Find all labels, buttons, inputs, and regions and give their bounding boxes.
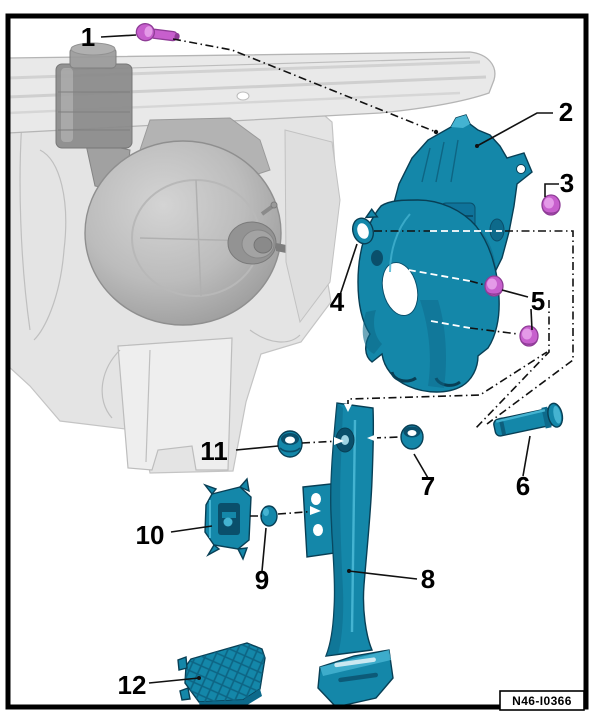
reference-label: N46-I0366 [499,690,585,711]
callout-11: 11 [200,436,228,466]
callout-2: 2 [559,97,573,127]
buffer-cap-part-9 [260,505,278,527]
booster-dome [84,140,282,326]
leader-6 [522,435,531,477]
seal-part-4 [351,208,379,245]
axis-nut-5a [469,280,486,286]
callouts: 1 2 3 4 5 6 7 8 9 10 11 12 [81,22,574,700]
pivot-pin-part-6 [493,402,564,437]
leader-lines [100,34,574,684]
bushing-part-11 [277,430,303,458]
callout-1: 1 [81,22,95,52]
pedal-pad-part-12 [177,642,266,707]
bracket-stud-hole [489,218,505,242]
axis-bushing-7 [372,436,401,439]
nut-part-3 [541,194,561,216]
axis-elbow-mid [474,300,550,430]
axis-bushing-11 [301,440,341,444]
reference-code: N46-I0366 [512,694,572,708]
beam-hole [236,91,250,101]
diagram-frame [5,13,589,710]
axis-pedal-pivot [347,351,548,408]
leader-9 [261,527,267,572]
leader-8 [348,570,418,580]
axis-bolt-1 [172,38,437,133]
reference-label-box [499,690,585,711]
callout-6: 6 [516,471,530,501]
leader-5a [501,289,529,298]
callout-7: 7 [421,471,435,501]
fluid-reservoir [55,42,133,193]
callout-4: 4 [330,287,345,317]
callout-8: 8 [421,564,435,594]
background-machinery [8,42,496,474]
brake-pedal-part-8 [302,402,394,707]
callout-12: 12 [118,670,147,700]
leader-2 [476,112,553,147]
fasteners-magenta [135,23,561,347]
callout-3: 3 [560,168,574,198]
components-teal [177,114,564,707]
callout-9: 9 [255,565,269,595]
leader-3 [544,183,559,197]
bracket-ear-hole [516,164,526,174]
bolt-part-1 [135,23,180,42]
leader-7 [413,453,429,479]
leader-10 [170,525,213,533]
callout-5: 5 [531,286,545,316]
leader-5b [530,308,533,331]
clip-bracket-part-10 [202,477,252,561]
nut-part-5b [519,325,539,347]
firewall-right-panel [284,129,341,324]
axis-nut-5b [469,327,519,335]
leader-12 [148,677,200,684]
nut-part-5a [484,275,504,297]
bushing-part-7 [400,424,424,450]
axis-elbow-right [486,230,574,425]
leader-1 [100,34,137,38]
leader-4 [339,243,358,296]
housing-opening [381,261,419,317]
pedal-bracket-part-2 [357,114,533,393]
callout-10: 10 [136,520,165,550]
leader-11 [235,445,279,451]
